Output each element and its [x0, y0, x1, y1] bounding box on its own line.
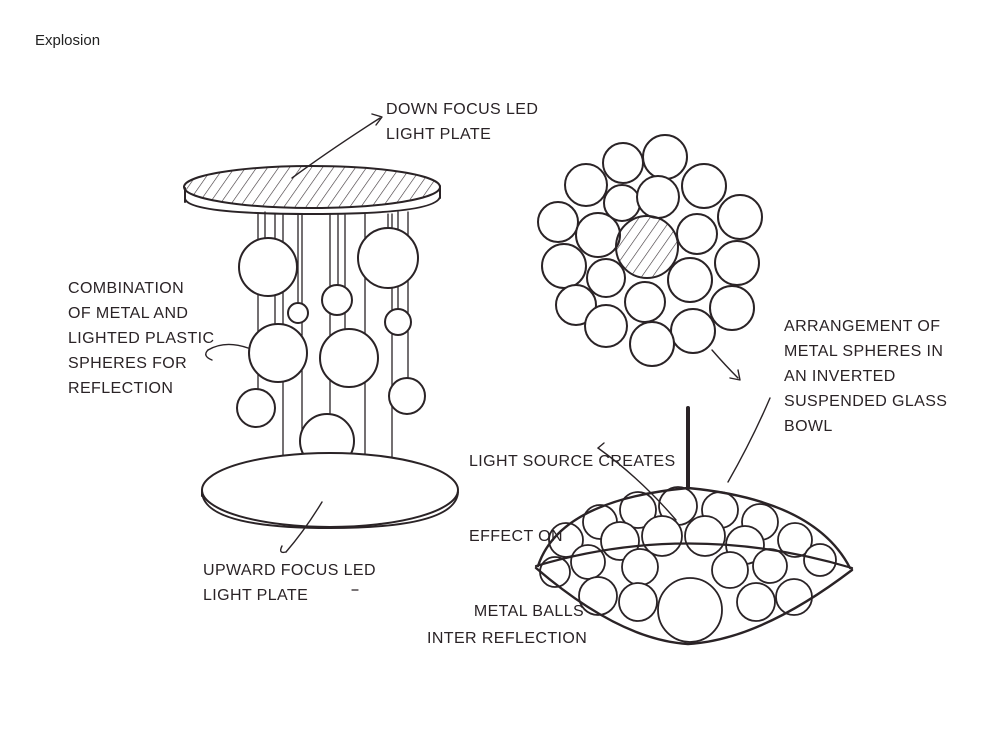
glass-bowl-side-view [534, 406, 854, 646]
label-line: METAL BALLS [469, 603, 585, 620]
fixture-spheres [236, 227, 426, 469]
label-inter-reflection: INTER REFLECTION [427, 626, 587, 651]
arrow-upward-focus [285, 501, 323, 553]
bottom-light-plate [201, 452, 459, 529]
page-title: Explosion [35, 32, 101, 49]
label-line: ARRANGEMENT OF [784, 318, 941, 335]
label-upward-focus-led: UPWARD FOCUS LED LIGHT PLATE [203, 558, 376, 608]
label-down-focus-led: DOWN FOCUS LED LIGHT PLATE [386, 97, 538, 147]
arrow-combination-hook [205, 349, 213, 361]
label-line: REFLECTION [68, 380, 174, 397]
label-line: OF METAL AND [68, 305, 189, 322]
label-line: EFFECT ON [469, 528, 563, 545]
arrow-combination [207, 343, 249, 351]
label-line: AN INVERTED [784, 368, 896, 385]
label-line: LIGHT PLATE [203, 587, 309, 604]
arrow-down-focus [291, 117, 381, 179]
label-light-source: LIGHT SOURCE CREATES EFFECT ON METAL BAL… [469, 399, 676, 674]
label-line: COMBINATION [68, 280, 185, 297]
arrow-upward-focus-hook [279, 545, 287, 554]
label-line: LIGHTED PLASTIC [68, 330, 215, 347]
label-line: SUSPENDED GLASS [784, 393, 948, 410]
sphere-cluster-top-view [537, 134, 763, 367]
label-line: SPHERES FOR [68, 355, 188, 372]
label-line: METAL SPHERES IN [784, 343, 944, 360]
arrow-suspended-bowl [727, 397, 771, 483]
label-line: UPWARD FOCUS LED [203, 562, 376, 579]
label-arrangement: ARRANGEMENT OF METAL SPHERES IN AN INVER… [784, 314, 947, 439]
arrow-down-focus-head [371, 113, 383, 126]
label-line: BOWL [784, 418, 833, 435]
arrow-arrangement [711, 349, 739, 379]
arrow-light-source [597, 447, 677, 521]
label-line: LIGHT PLATE [386, 126, 492, 143]
label-line: DOWN FOCUS LED [386, 101, 539, 118]
label-combination: COMBINATION OF METAL AND LIGHTED PLASTIC… [68, 276, 214, 401]
top-light-plate [183, 165, 441, 215]
label-line: LIGHT SOURCE CREATES [469, 453, 676, 470]
fixture-drawing [183, 113, 459, 591]
label-line: INTER REFLECTION [427, 630, 588, 647]
